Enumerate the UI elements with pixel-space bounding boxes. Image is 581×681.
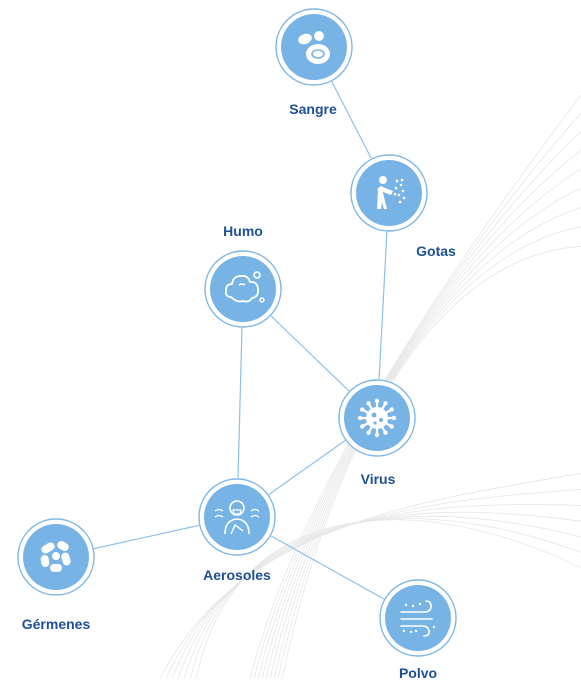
node-virus — [338, 379, 416, 457]
node-disc — [204, 484, 270, 550]
smoke-cloud-icon — [224, 271, 265, 303]
node-label-virus: Virus — [360, 471, 396, 487]
node-disc — [210, 256, 276, 322]
background-curve — [257, 130, 581, 679]
node-aerosoles — [198, 478, 276, 556]
node-label-humo: Humo — [223, 223, 263, 239]
background-curve — [265, 168, 581, 679]
node-disc — [385, 585, 451, 651]
node-ring — [275, 8, 353, 86]
node-ring — [338, 379, 416, 457]
background-curve — [195, 519, 581, 679]
bacteria-icon — [40, 541, 71, 572]
node-label-gotas: Gotas — [416, 243, 456, 259]
node-humo — [204, 250, 282, 328]
node-label-polvo: Polvo — [398, 665, 438, 681]
node-ring — [379, 579, 457, 657]
sneezing-person-icon — [377, 176, 406, 209]
node-gotas — [350, 154, 428, 232]
node-label-aerosoles: Aerosoles — [203, 567, 271, 583]
background-curve — [249, 94, 581, 679]
background-curve — [269, 187, 581, 679]
node-ring — [204, 250, 282, 328]
node-label-germenes: Gérmenes — [21, 616, 91, 632]
node-ring — [198, 478, 276, 556]
virus-icon — [357, 398, 397, 438]
dust-wind-icon — [400, 600, 436, 637]
node-label-sangre: Sangre — [289, 101, 337, 117]
node-ring — [350, 154, 428, 232]
background-curve — [189, 518, 581, 679]
node-ring — [17, 518, 95, 596]
node-polvo — [379, 579, 457, 657]
aerosol-person-icon — [214, 500, 260, 535]
background-curve — [253, 112, 581, 679]
background-curve — [261, 149, 581, 679]
blood-cells-icon — [298, 31, 330, 64]
node-germenes — [17, 518, 95, 596]
background-curve — [273, 206, 581, 679]
node-layer — [17, 8, 457, 657]
node-sangre — [275, 8, 353, 86]
